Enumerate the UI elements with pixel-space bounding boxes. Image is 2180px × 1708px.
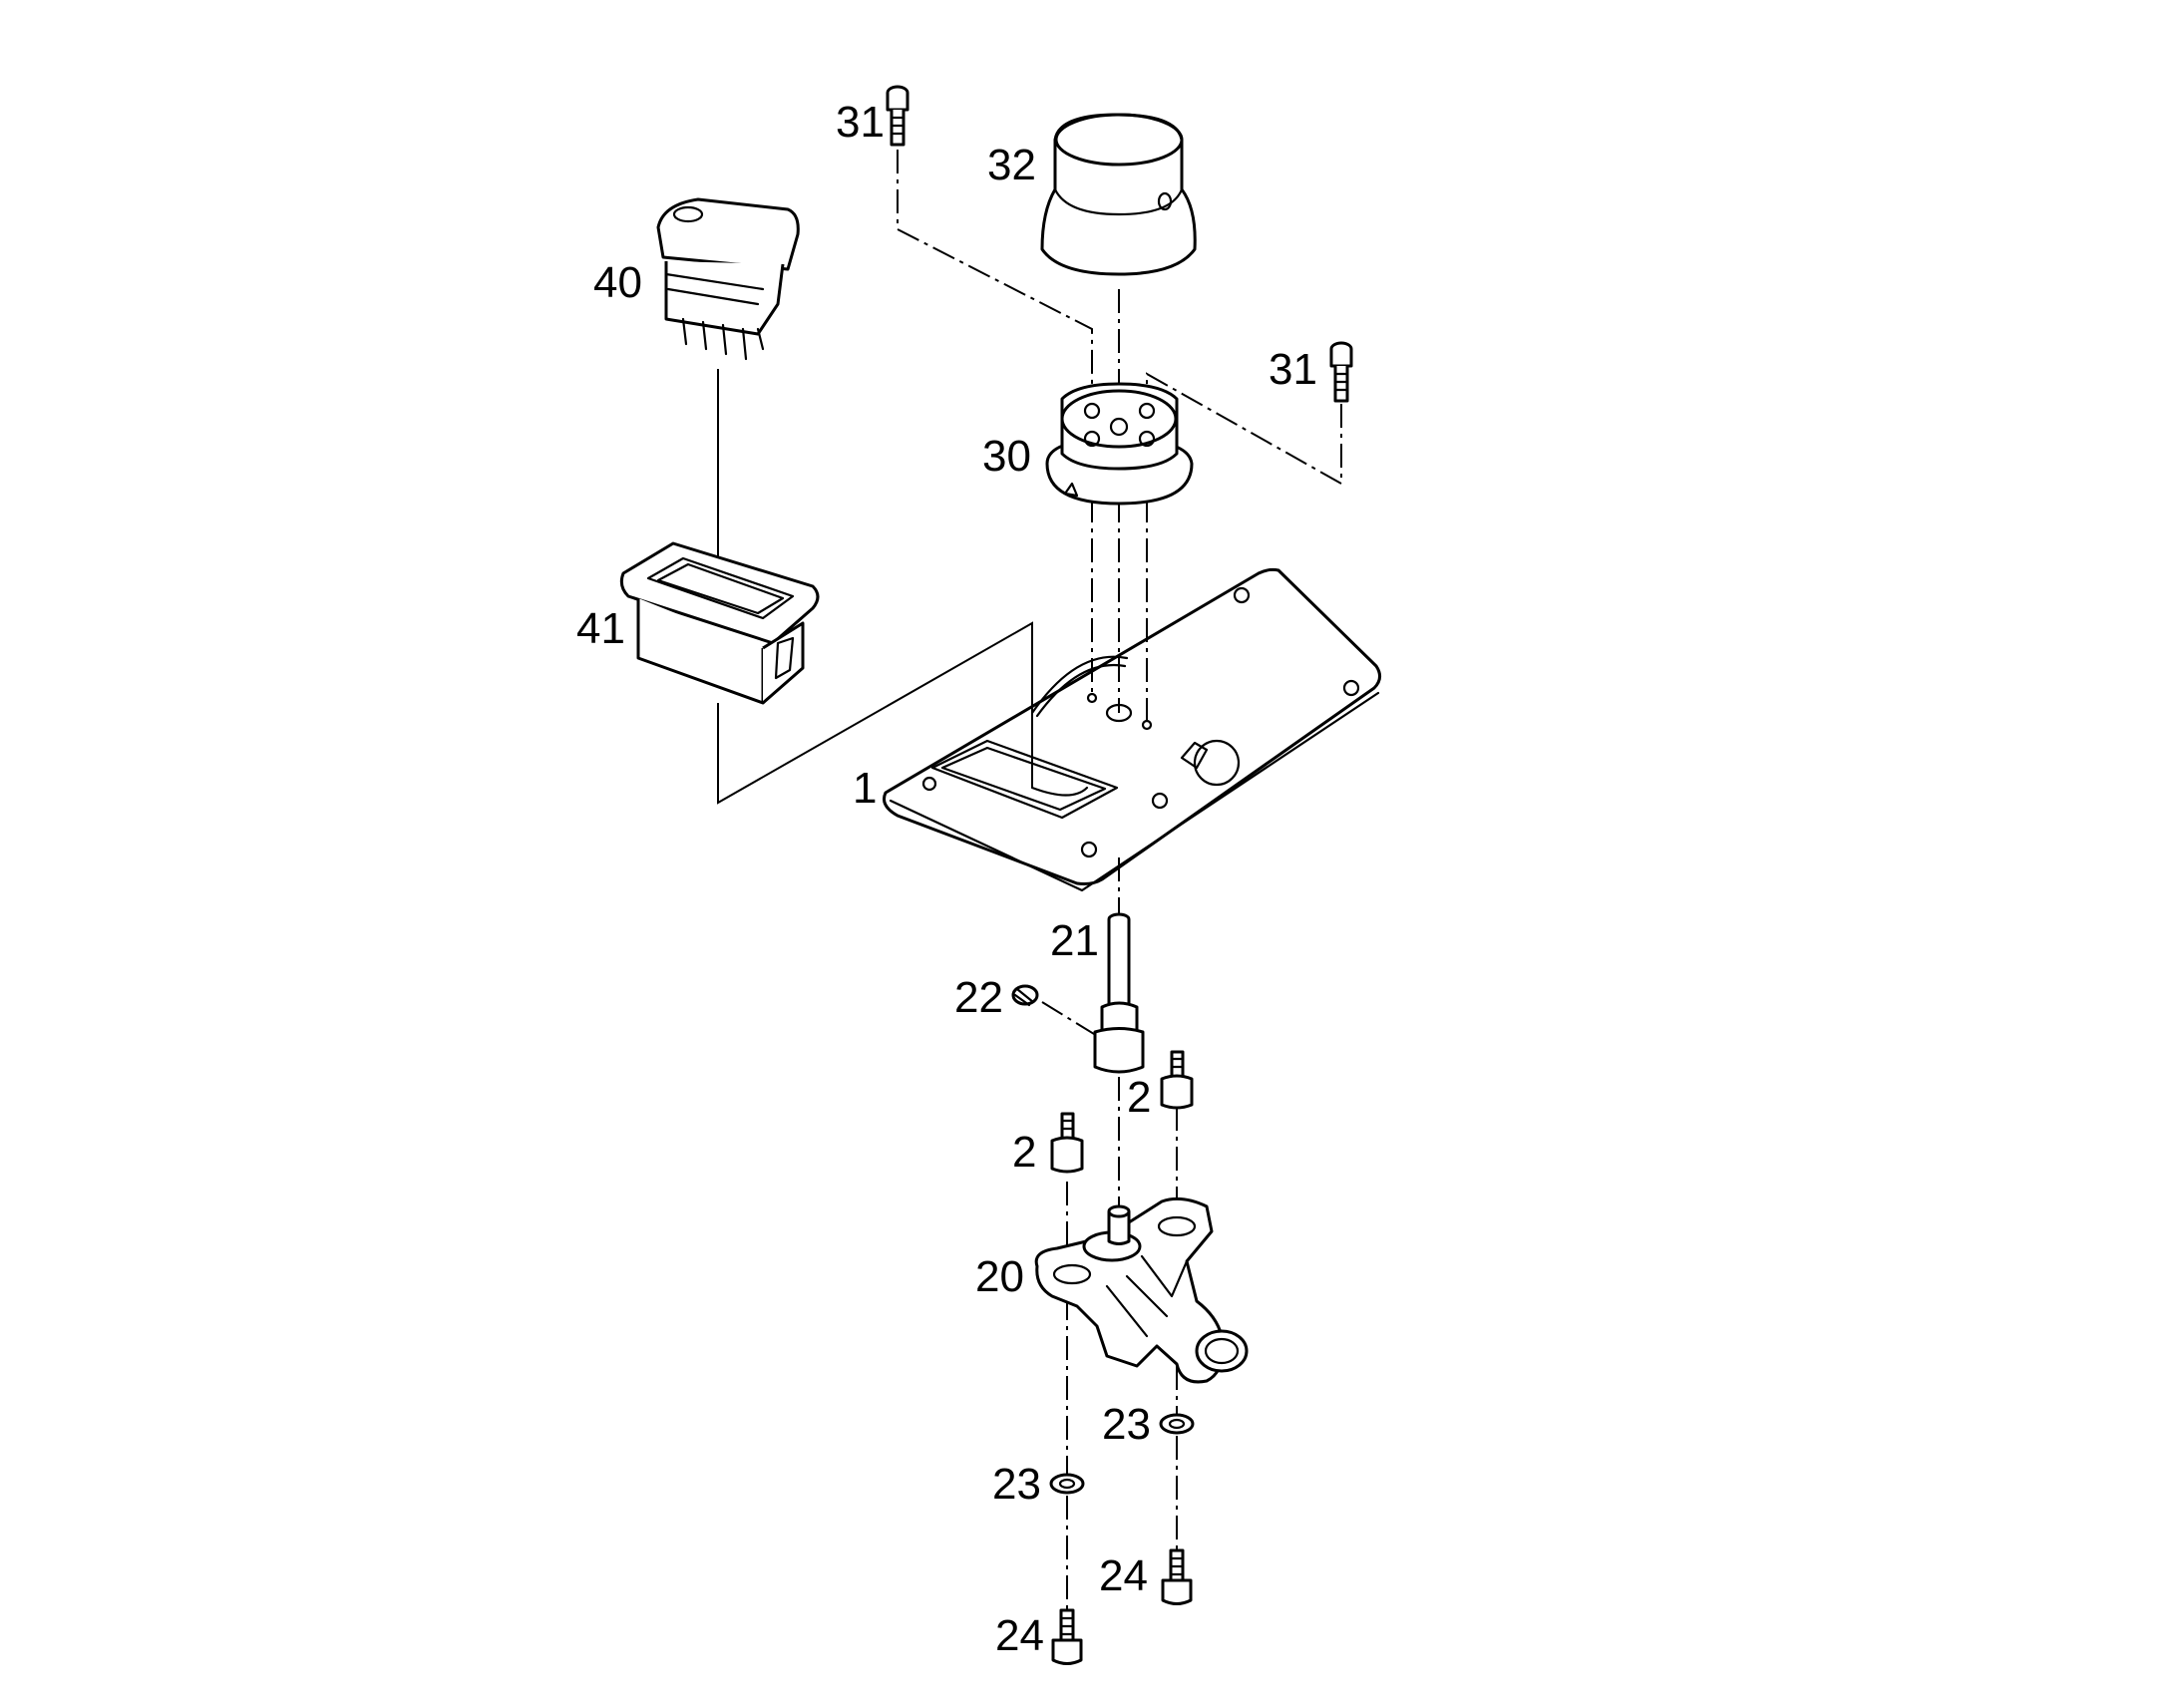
- label-31-right: 31: [1269, 345, 1317, 394]
- shaft: [1093, 912, 1145, 1074]
- switch-bezel: [619, 541, 820, 705]
- washer-right: [1159, 1413, 1195, 1435]
- knob: [1040, 113, 1197, 276]
- label-21: 21: [1050, 916, 1099, 965]
- screw-31-right: [1329, 341, 1353, 403]
- rocker-switch: [656, 197, 800, 361]
- set-screw: [1011, 984, 1039, 1007]
- label-22: 22: [954, 973, 1003, 1022]
- label-20: 20: [975, 1252, 1024, 1301]
- screw-24-left: [1051, 1608, 1083, 1665]
- label-40: 40: [593, 258, 642, 307]
- label-31-top: 31: [836, 98, 885, 147]
- standoff-left: [1050, 1112, 1084, 1174]
- rotary-sensor: [1034, 1196, 1249, 1384]
- mounting-plate: [883, 567, 1381, 892]
- label-24-left: 24: [995, 1611, 1044, 1660]
- label-32: 32: [987, 141, 1036, 189]
- screw-24-right: [1161, 1548, 1193, 1605]
- part-labels: 31 32 40 31 30 41 1 21 22 2 2 20 23 23 2…: [576, 98, 1317, 1660]
- washer-left: [1049, 1473, 1085, 1495]
- label-2-upper: 2: [1127, 1073, 1151, 1122]
- label-2-left: 2: [1012, 1128, 1036, 1177]
- label-23-right: 23: [1102, 1400, 1151, 1449]
- standoff-upper: [1160, 1050, 1194, 1110]
- assembly-lines: [717, 150, 1342, 1610]
- label-41: 41: [576, 604, 625, 653]
- label-1: 1: [853, 764, 877, 813]
- label-23-left: 23: [992, 1460, 1041, 1509]
- screw-31-top: [886, 85, 909, 147]
- hub: [1045, 382, 1194, 506]
- label-30: 30: [982, 432, 1031, 481]
- label-24-right: 24: [1099, 1551, 1148, 1600]
